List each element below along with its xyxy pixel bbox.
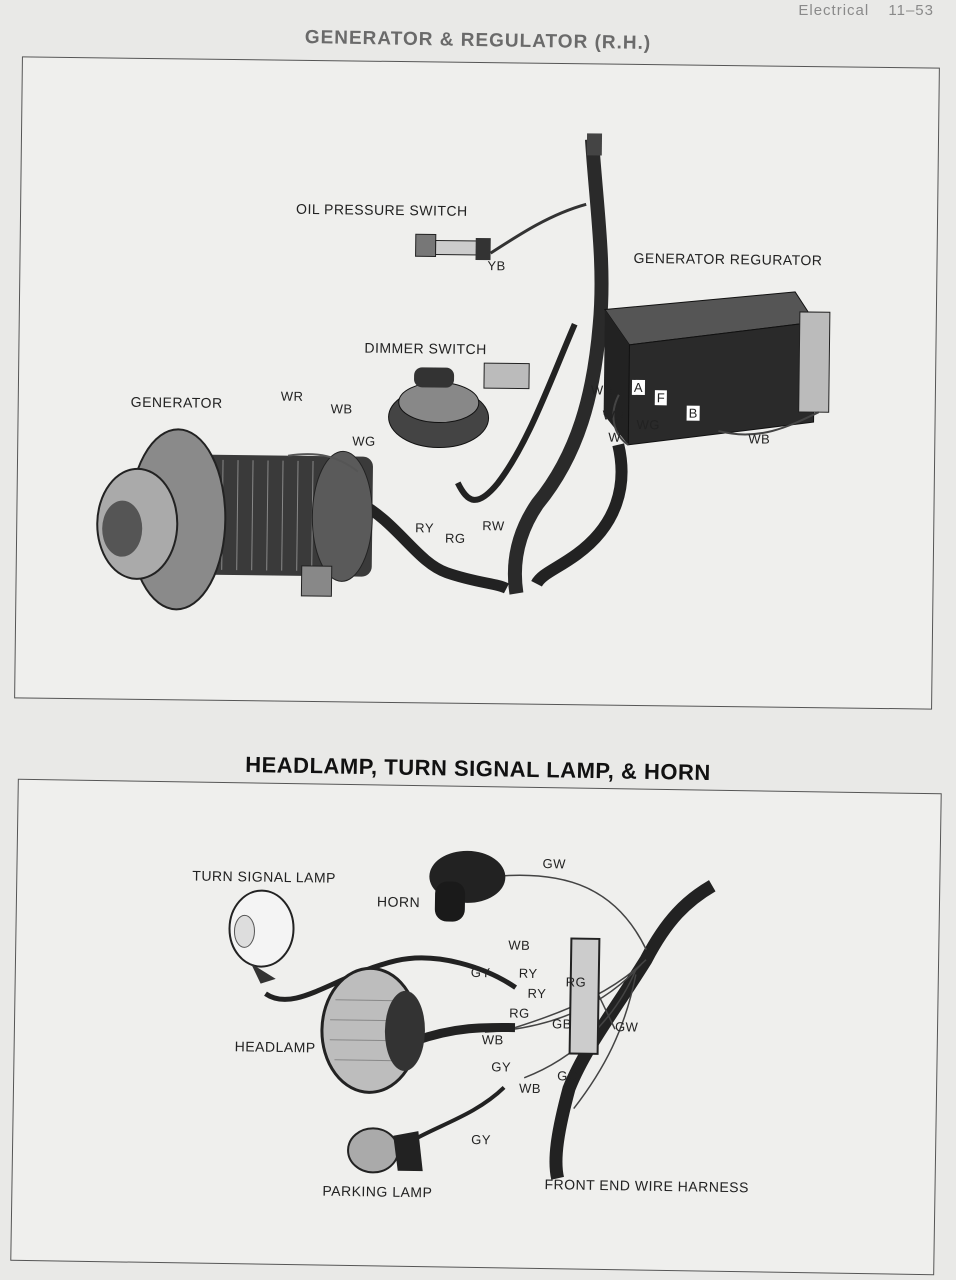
parking-lamp-label: PARKING LAMP — [322, 1182, 433, 1201]
oil-pressure-switch-label: OIL PRESSURE SWITCH — [296, 200, 468, 219]
wire-wb-reg: WB — [748, 431, 771, 447]
main-harness — [507, 138, 609, 595]
wire-wg-reg: WG — [636, 416, 660, 433]
wire-gy-3: GY — [471, 1131, 492, 1148]
headlamp-cable — [413, 1022, 516, 1046]
gen-wires — [287, 453, 359, 473]
wire-gy-2: GY — [491, 1059, 512, 1075]
horn-label: HORN — [376, 893, 421, 911]
wire-rg-2: RG — [509, 1005, 530, 1021]
wire-rw: RW — [482, 518, 505, 534]
generator-label: GENERATOR — [130, 393, 223, 411]
oil-pressure-switch-body — [415, 233, 491, 261]
generator-regulator-label: GENERATOR REGURATOR — [633, 249, 823, 269]
page-header: Electrical 11–53 — [784, 2, 934, 19]
wire-rg: RG — [445, 530, 466, 546]
wire-ry-2: RY — [527, 985, 547, 1002]
wire-yb: YB — [487, 258, 506, 274]
reg-wb-wire — [718, 411, 820, 436]
headlamp-horn-figure: TURN SIGNAL LAMP HORN HEADLAMP PARKING L… — [10, 778, 942, 1276]
dimmer-switch-label: DIMMER SWITCH — [364, 339, 487, 358]
generator-body — [96, 428, 373, 611]
section-name: Electrical — [798, 2, 870, 19]
terminal-a: A — [631, 379, 646, 396]
wire-rg-1: RG — [565, 974, 587, 990]
headlamp-body — [320, 966, 425, 1094]
turn-signal-lamp-label: TURN SIGNAL LAMP — [192, 867, 337, 886]
turn-signal-lamp-body — [228, 889, 295, 984]
generator-regulator-figure: OIL PRESSURE SWITCH YB GENERATOR REGURAT… — [14, 56, 940, 710]
section1-title: GENERATOR & REGULATOR (R.H.) — [304, 26, 652, 55]
dimmer-cable — [455, 323, 578, 503]
regulator-cable — [531, 443, 628, 588]
wire-go: GO — [557, 1068, 579, 1084]
terminal-b: B — [686, 405, 700, 421]
wire-gb: GB — [551, 1016, 572, 1032]
horn-body — [429, 850, 506, 922]
dimmer-switch-body — [388, 362, 530, 449]
headlamp-horn-illustration — [228, 850, 716, 1180]
reg-wires — [612, 394, 629, 446]
wire-w-reg: W — [608, 429, 622, 445]
generator-cable — [354, 496, 510, 594]
junction-block — [568, 937, 601, 1055]
parking-lamp-body — [347, 1127, 423, 1174]
wire-gw-top: GW — [542, 856, 567, 872]
turn-signal-cable — [264, 955, 518, 1002]
wire-ry-1: RY — [518, 965, 538, 981]
wire-wr-reg1: WR — [590, 382, 614, 398]
wire-wb-top: WB — [508, 937, 531, 953]
wire-gy-1: GY — [470, 964, 491, 981]
wire-wr-reg2: WR — [602, 407, 626, 423]
generator-regulator-illustration — [96, 133, 831, 611]
page-number: 11–53 — [888, 2, 934, 19]
regulator-body — [603, 291, 831, 446]
wire-wb-mid: WB — [481, 1032, 504, 1048]
wire-wr-gen: WR — [280, 388, 304, 404]
wire-wg-gen: WG — [352, 433, 376, 449]
wire-wb-gen: WB — [330, 401, 353, 417]
front-end-wire-harness-label: FRONT END WIRE HARNESS — [544, 1176, 750, 1196]
wire-wb-low: WB — [518, 1080, 542, 1097]
headlamp-label: HEADLAMP — [234, 1038, 316, 1056]
wire-gw-right: GW — [614, 1019, 639, 1035]
oil-switch-wire — [489, 202, 587, 255]
terminal-f: F — [654, 390, 668, 406]
front-harness-trunk — [549, 880, 716, 1180]
wire-ry: RY — [415, 520, 435, 536]
